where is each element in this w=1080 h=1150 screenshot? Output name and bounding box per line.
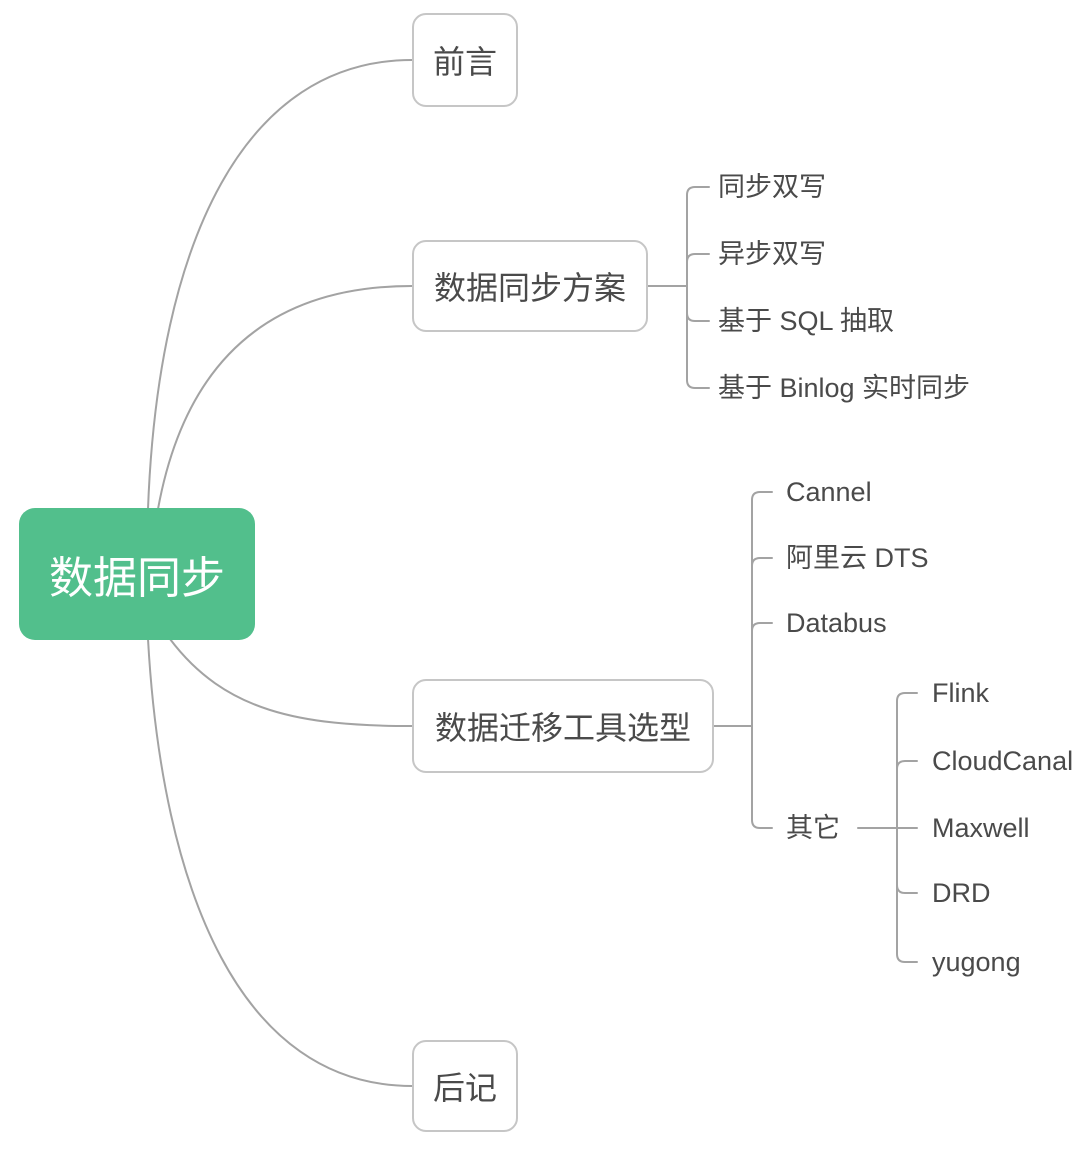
connector-yugong xyxy=(896,827,918,963)
connector-databus xyxy=(751,622,773,727)
connector-root-migration-tools xyxy=(169,638,413,727)
node-sync-plan[interactable]: 数据同步方案 xyxy=(412,240,648,332)
connector-binlog-realtime xyxy=(686,285,710,389)
leaf-binlog-realtime-label: 基于 Binlog 实时同步 xyxy=(718,373,971,403)
leaf-drd-label: DRD xyxy=(932,878,991,908)
leaf-cannel-label: Cannel xyxy=(786,477,872,507)
leaf-flink-label: Flink xyxy=(932,678,990,708)
leaf-sql-extract[interactable]: 基于 SQL 抽取 xyxy=(718,301,894,341)
connector-sql-extract xyxy=(686,285,710,322)
leaf-cannel[interactable]: Cannel xyxy=(786,472,872,512)
leaf-sync-dual-write-label: 同步双写 xyxy=(718,172,826,202)
connector-cloudcanal xyxy=(896,760,918,829)
connector-async-dual-write xyxy=(686,253,710,287)
connector-flink xyxy=(896,692,918,829)
connector-sync-dual-write xyxy=(686,186,710,287)
node-postscript[interactable]: 后记 xyxy=(412,1040,518,1132)
node-postscript-label: 后记 xyxy=(432,1070,497,1106)
leaf-aliyun-dts[interactable]: 阿里云 DTS xyxy=(786,538,929,578)
leaf-async-dual-write[interactable]: 异步双写 xyxy=(718,234,826,274)
leaf-cloudcanal[interactable]: CloudCanal xyxy=(932,741,1073,781)
leaf-others-label: 其它 xyxy=(786,813,840,843)
leaf-yugong-label: yugong xyxy=(932,947,1021,977)
connector-root-postscript xyxy=(147,638,413,1087)
leaf-flink[interactable]: Flink xyxy=(932,673,989,713)
connector-root-preface xyxy=(147,59,413,510)
leaf-binlog-realtime[interactable]: 基于 Binlog 实时同步 xyxy=(718,368,970,408)
node-preface-label: 前言 xyxy=(432,44,497,80)
leaf-databus-label: Databus xyxy=(786,608,887,638)
leaf-drd[interactable]: DRD xyxy=(932,873,991,913)
leaf-maxwell[interactable]: Maxwell xyxy=(932,808,1030,848)
leaf-async-dual-write-label: 异步双写 xyxy=(718,239,826,269)
root-node[interactable]: 数据同步 xyxy=(19,508,255,640)
leaf-sync-dual-write[interactable]: 同步双写 xyxy=(718,167,826,207)
leaf-yugong[interactable]: yugong xyxy=(932,942,1021,982)
connector-aliyun-dts xyxy=(751,557,773,727)
connector-cannel xyxy=(751,491,773,727)
node-sync-plan-label: 数据同步方案 xyxy=(433,270,626,306)
connector-root-sync-plan xyxy=(157,285,413,510)
node-migration-tool-selection-label: 数据迁移工具选型 xyxy=(434,710,691,746)
leaf-cloudcanal-label: CloudCanal xyxy=(932,746,1074,776)
node-migration-tool-selection[interactable]: 数据迁移工具选型 xyxy=(412,679,714,773)
node-preface[interactable]: 前言 xyxy=(412,13,518,107)
connector-drd xyxy=(896,827,918,894)
leaf-maxwell-label: Maxwell xyxy=(932,813,1030,843)
leaf-sql-extract-label: 基于 SQL 抽取 xyxy=(718,306,895,336)
leaf-aliyun-dts-label: 阿里云 DTS xyxy=(786,543,929,573)
root-node-label: 数据同步 xyxy=(49,554,225,603)
leaf-databus[interactable]: Databus xyxy=(786,603,887,643)
connector-others xyxy=(751,725,773,829)
leaf-others[interactable]: 其它 xyxy=(786,808,840,848)
